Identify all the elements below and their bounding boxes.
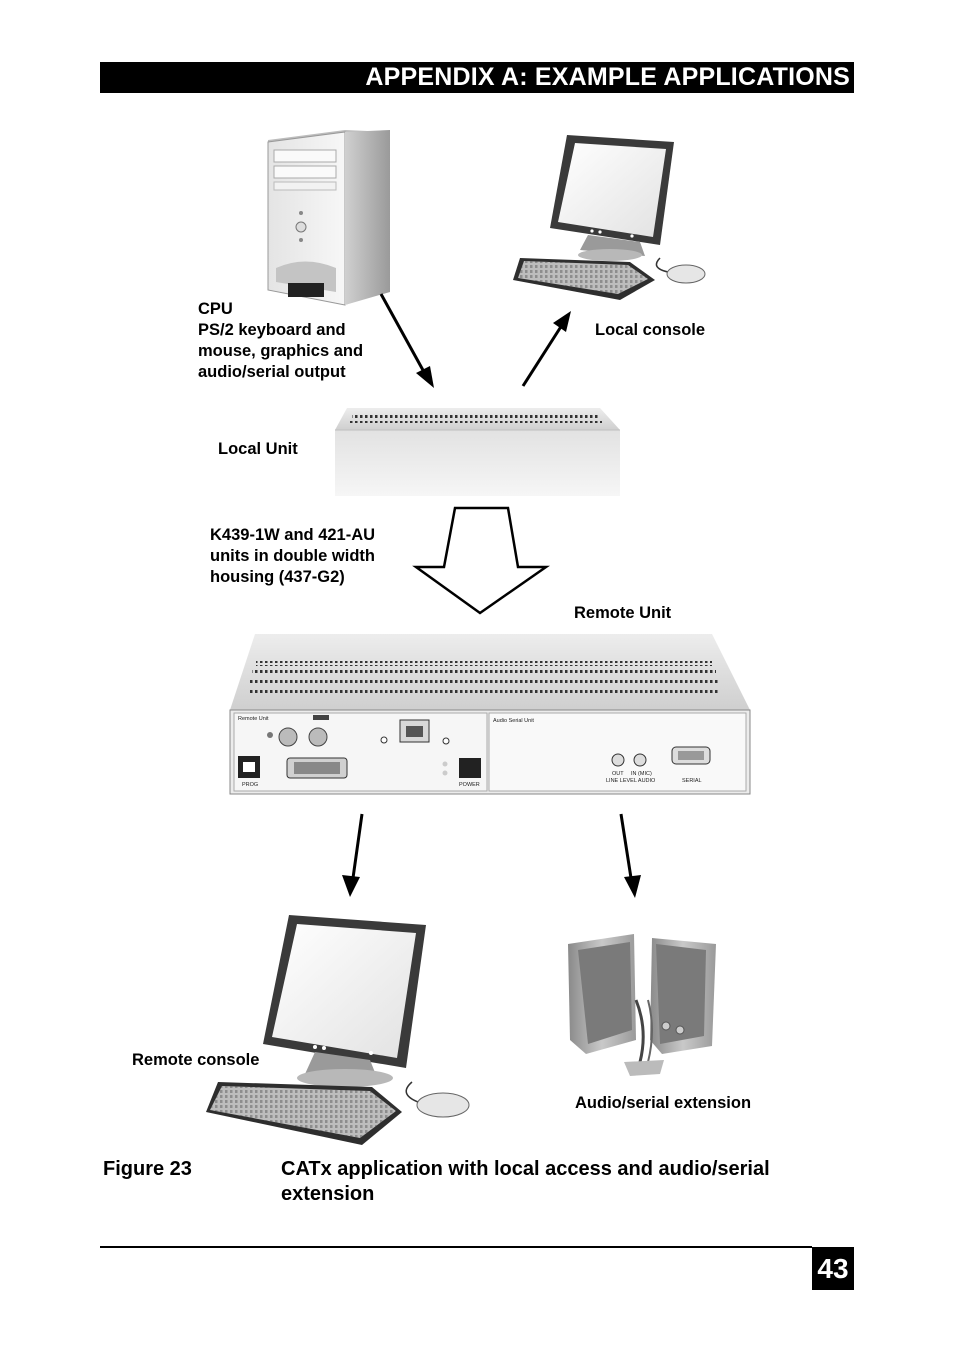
- local-keyboard-icon: [513, 258, 655, 300]
- panel-power-text: POWER: [459, 782, 480, 788]
- housing-label-line-3: housing (437-G2): [210, 568, 345, 586]
- panel-prog-text: PROG: [242, 782, 258, 788]
- hollow-down-arrow: [412, 506, 550, 615]
- figure-caption: CATx application with local access and a…: [281, 1158, 770, 1205]
- arrow-cpu-to-local-unit: [379, 293, 434, 388]
- cpu-tower-icon: [267, 130, 390, 306]
- audio-serial-extension-label: Audio/serial extension: [575, 1094, 752, 1112]
- figure-number: Figure 23: [103, 1158, 192, 1180]
- cpu-label: CPU PS/2 keyboard and mouse, graphics an…: [198, 299, 363, 383]
- housing-label-line-1: K439-1W and 421-AU: [210, 526, 376, 544]
- cpu-label-line-4: audio/serial output: [198, 363, 346, 381]
- remote-monitor-icon: [263, 915, 426, 1087]
- speakers-icon: [568, 934, 716, 1076]
- panel-remote-unit-text: Remote Unit: [238, 716, 269, 722]
- panel-out-text: OUT: [612, 771, 624, 777]
- remote-keyboard-icon: [206, 1082, 402, 1145]
- page-header-title: APPENDIX A: EXAMPLE APPLICATIONS: [365, 63, 850, 91]
- arrow-remote-unit-to-speakers: [619, 813, 641, 898]
- remote-mouse-icon: [405, 1081, 470, 1118]
- remote-console-label: Remote console: [132, 1051, 260, 1069]
- remote-unit-label: Remote Unit: [574, 604, 672, 622]
- page-number-box: 43: [812, 1247, 854, 1290]
- header-bar: APPENDIX A: EXAMPLE APPLICATIONS: [100, 62, 854, 93]
- local-console-label: Local console: [595, 321, 706, 339]
- local-unit-label: Local Unit: [218, 440, 298, 458]
- footer-rule: [100, 1246, 812, 1248]
- remote-unit-device-icon: Remote Unit Audio Serial Unit PROG POWER…: [229, 634, 751, 795]
- housing-label: K439-1W and 421-AU units in double width…: [210, 525, 375, 588]
- housing-label-line-2: units in double width: [210, 547, 375, 565]
- panel-in-mic-text: IN (MIC): [631, 771, 652, 777]
- panel-serial-text: SERIAL: [682, 778, 702, 784]
- local-unit-device-icon: [335, 408, 620, 496]
- local-monitor-icon: [550, 135, 674, 261]
- arrow-local-unit-to-console: [521, 311, 571, 387]
- cpu-label-line-3: mouse, graphics and: [198, 342, 364, 360]
- page-number: 43: [817, 1253, 849, 1284]
- cpu-label-line-2: PS/2 keyboard and: [198, 321, 346, 339]
- local-mouse-icon: [655, 257, 706, 284]
- arrow-remote-unit-to-console: [342, 813, 364, 897]
- cpu-label-line-1: CPU: [198, 300, 233, 318]
- panel-audio-serial-unit-text: Audio Serial Unit: [493, 718, 534, 724]
- panel-line-level-audio-text: LINE LEVEL AUDIO: [606, 778, 656, 784]
